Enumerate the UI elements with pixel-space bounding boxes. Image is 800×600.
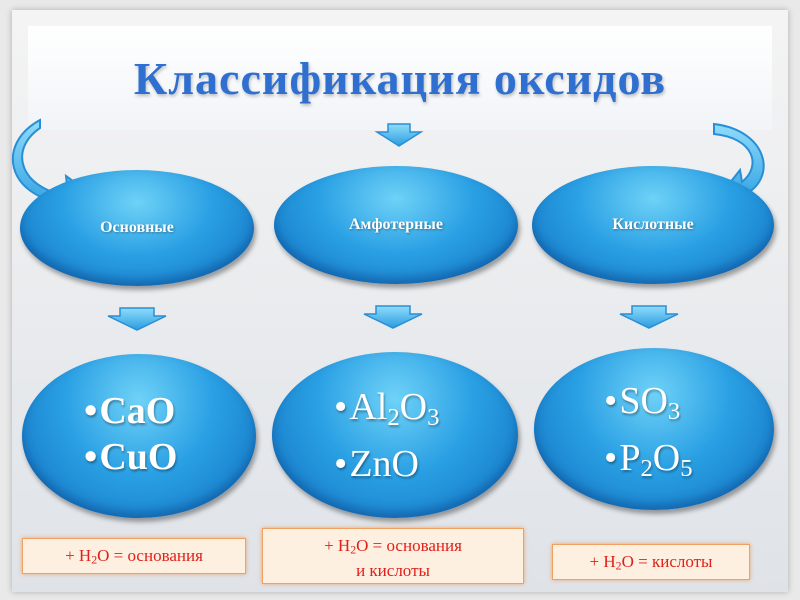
category-amphoteric-label: Амфотерные [349,216,443,233]
category-amphoteric: Амфотерные [274,166,518,284]
note-acidic: + H2O = кислоты [552,544,750,580]
note-amphoteric-line1: + H2O = основания [324,536,462,557]
formula-cao: CaO [84,388,177,434]
title-panel [28,26,772,130]
examples-acidic-list: SO3 P2O5 [604,378,693,492]
formula-p2o5: P2O5 [604,435,692,492]
down-arrow-basic-icon [107,307,167,331]
category-acidic-label: Кислотные [612,216,694,233]
page-title: Классификация оксидов [133,53,667,104]
note-basic: + H2O = основания [22,538,246,574]
down-arrow-acidic-icon [619,305,679,329]
formula-zno: ZnO [334,441,439,487]
note-amphoteric: + H2O = основания и кислоты [262,528,524,584]
category-acidic: Кислотные [532,166,774,284]
examples-amphoteric-list: Al2O3 ZnO [334,384,439,487]
formula-cuo: CuO [84,434,177,480]
formula-al2o3: Al2O3 [334,384,439,441]
note-amphoteric-line2: и кислоты [356,561,430,581]
down-arrow-top-icon [374,123,424,147]
examples-basic-list: CaO CuO [84,388,177,480]
category-basic-label: Основные [100,219,174,236]
category-basic: Основные [20,170,254,286]
down-arrow-amphoteric-icon [363,305,423,329]
formula-so3: SO3 [604,378,693,435]
